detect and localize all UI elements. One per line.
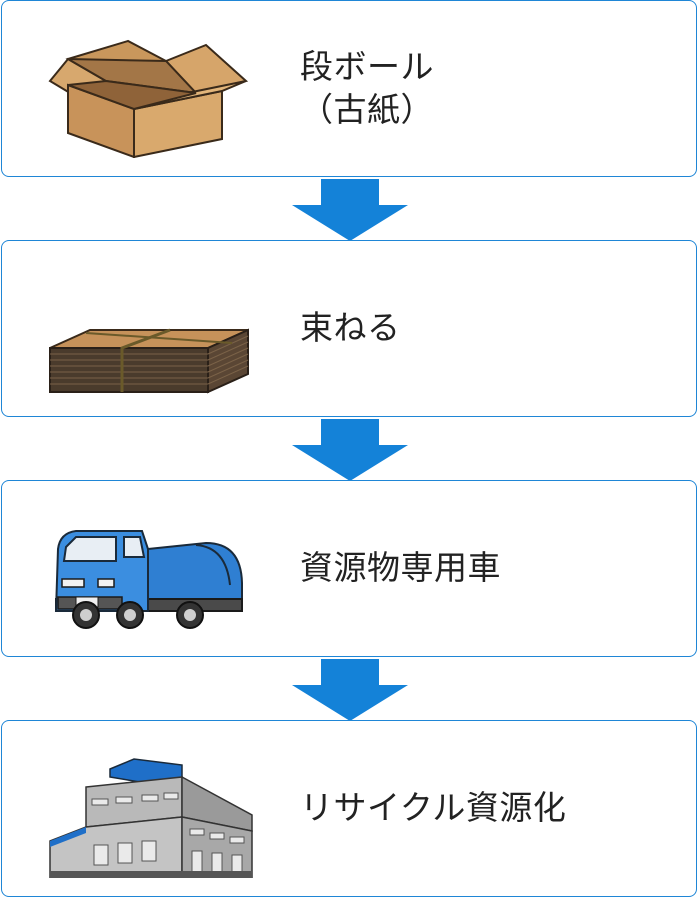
step-cardboard: 段ボール （古紙） xyxy=(1,0,697,177)
step-truck: 資源物専用車 xyxy=(1,480,697,657)
down-arrow-icon xyxy=(292,419,408,481)
step-label-line: リサイクル資源化 xyxy=(300,788,567,828)
step-factory: リサイクル資源化 xyxy=(1,720,697,897)
cardboard-box-icon xyxy=(48,39,249,158)
down-arrow-icon xyxy=(292,179,408,241)
recycling-factory-icon xyxy=(49,758,253,878)
step-label-line: 資源物専用車 xyxy=(300,548,501,588)
garbage-truck-icon xyxy=(54,530,243,629)
step-label: 束ねる xyxy=(300,241,401,416)
step-label-line: （古紙） xyxy=(300,89,434,129)
step-label: リサイクル資源化 xyxy=(300,721,566,896)
step-label-line: 段ボール xyxy=(300,47,434,87)
step-bundle: 束ねる xyxy=(1,240,697,417)
step-label: 資源物専用車 xyxy=(300,481,501,656)
step-label: 段ボール （古紙） xyxy=(300,1,434,176)
step-label-line: 束ねる xyxy=(300,308,401,348)
bundled-cardboard-icon xyxy=(49,328,249,394)
down-arrow-icon xyxy=(292,659,408,721)
